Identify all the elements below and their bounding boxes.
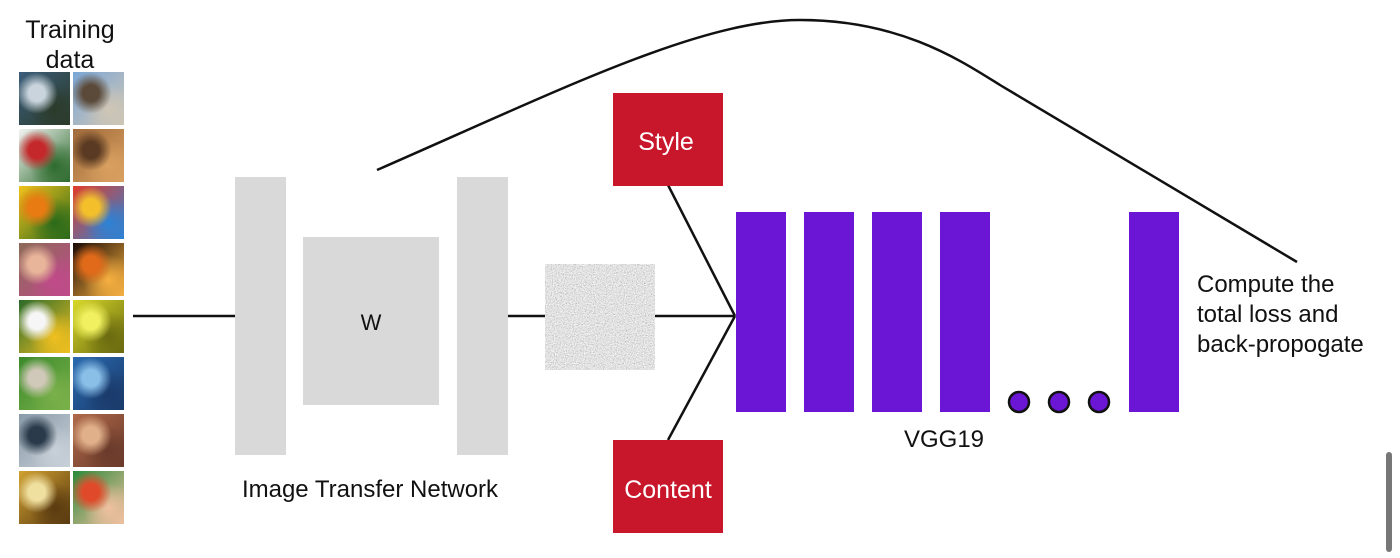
loss-label-line1: Compute the xyxy=(1197,271,1334,298)
training-thumbnail-dog xyxy=(19,357,70,410)
training-data-title-line1: Training xyxy=(25,16,114,44)
training-thumbnail-coins xyxy=(73,414,124,467)
training-thumbnail-donkeys xyxy=(73,72,124,125)
training-thumbnail-daisy xyxy=(19,300,70,353)
loss-label-line2: total loss and xyxy=(1197,301,1338,328)
network-label: Image Transfer Network xyxy=(242,476,499,503)
content-box xyxy=(613,440,723,533)
training-data-title-line2: data xyxy=(46,46,95,74)
training-thumbnail-brass-instrument xyxy=(19,471,70,524)
ellipsis-dot-2 xyxy=(1047,390,1071,414)
vertical-scrollbar[interactable] xyxy=(1386,452,1392,552)
style-box xyxy=(613,93,723,186)
vgg-layer-4 xyxy=(940,212,990,412)
network-input-layer xyxy=(235,177,286,455)
content-label: Content xyxy=(624,476,712,504)
training-data-grid xyxy=(19,72,125,530)
vgg-layer-2 xyxy=(804,212,854,412)
training-thumbnail-xylophone xyxy=(73,186,124,239)
training-thumbnail-child-boat xyxy=(73,471,124,524)
training-thumbnail-carved-pumpkin xyxy=(73,129,124,182)
vgg-layer-1 xyxy=(736,212,786,412)
vgg-layer-last xyxy=(1129,212,1179,412)
network-weights-block xyxy=(303,237,439,405)
loss-label-line3: back-propogate xyxy=(1197,331,1364,358)
training-thumbnail-apples xyxy=(73,300,124,353)
vgg-layer-3 xyxy=(872,212,922,412)
training-thumbnail-car-handle xyxy=(19,414,70,467)
vgg-label: VGG19 xyxy=(904,426,984,453)
network-weights-label: W xyxy=(361,310,382,335)
ellipsis-dot-1 xyxy=(1007,390,1031,414)
style-label: Style xyxy=(638,128,694,156)
training-thumbnail-glass-windows xyxy=(73,357,124,410)
training-thumbnail-children xyxy=(19,243,70,296)
network-output-layer xyxy=(457,177,508,455)
training-thumbnail-fire xyxy=(73,243,124,296)
training-thumbnail-waterfall xyxy=(19,72,70,125)
generated-image xyxy=(545,264,655,370)
content-to-vgg-connector xyxy=(666,315,737,441)
training-thumbnail-flowers-window xyxy=(19,129,70,182)
backprop-curve xyxy=(376,18,1298,264)
ellipsis-dot-3 xyxy=(1087,390,1111,414)
training-thumbnail-peppers xyxy=(19,186,70,239)
style-to-vgg-connector xyxy=(666,184,737,317)
